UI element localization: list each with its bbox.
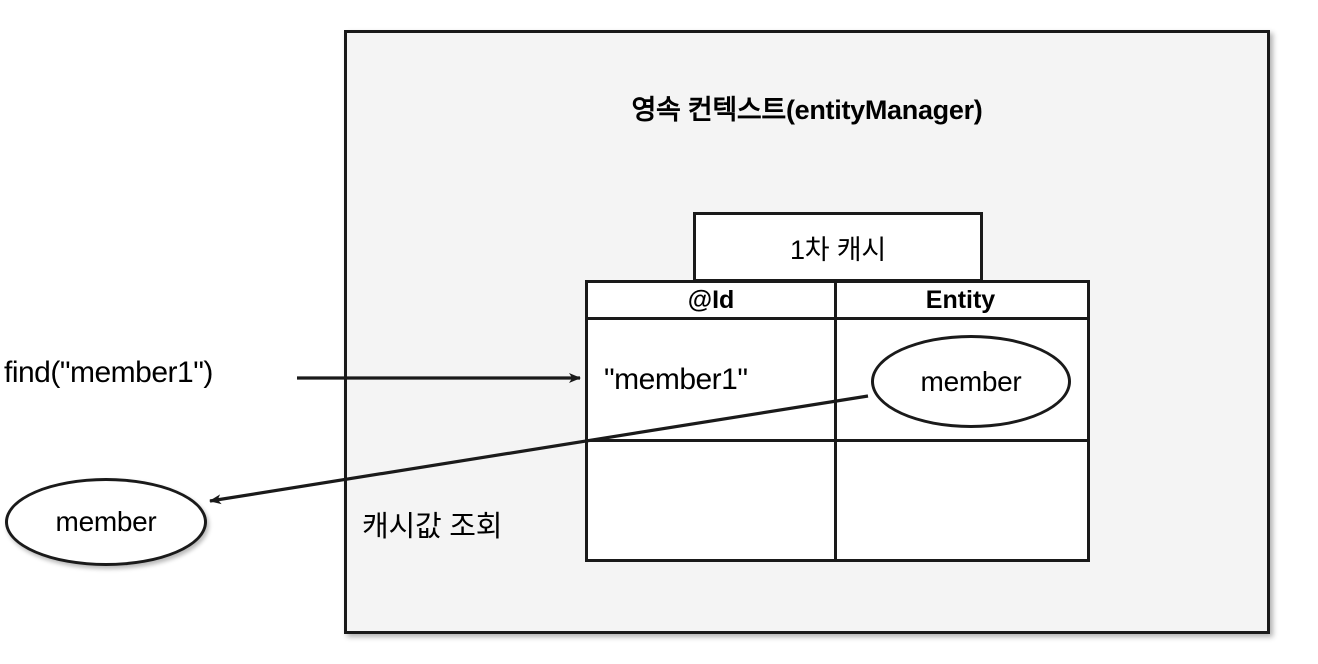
cell-entity-value xyxy=(837,442,1084,559)
table-header-row: @Id Entity xyxy=(588,283,1087,320)
persistence-context-title: 영속 컨텍스트(entityManager) xyxy=(631,95,983,125)
find-call-label: find("member1") xyxy=(4,356,213,389)
cache-lookup-label: 캐시값 조회 xyxy=(362,511,503,543)
column-header-id: @Id xyxy=(588,283,837,317)
cell-id-value: "member1" xyxy=(588,320,837,439)
first-level-cache-tab: 1차 캐시 xyxy=(693,212,983,282)
first-level-cache-table: @Id Entity "member1" member xyxy=(585,280,1090,562)
first-level-cache-label: 1차 캐시 xyxy=(789,234,887,265)
cached-entity-ellipse: member xyxy=(871,335,1071,428)
table-row xyxy=(588,442,1087,559)
returned-entity-ellipse: member xyxy=(5,478,207,566)
cell-id-value xyxy=(588,442,837,559)
column-header-entity: Entity xyxy=(925,285,996,314)
